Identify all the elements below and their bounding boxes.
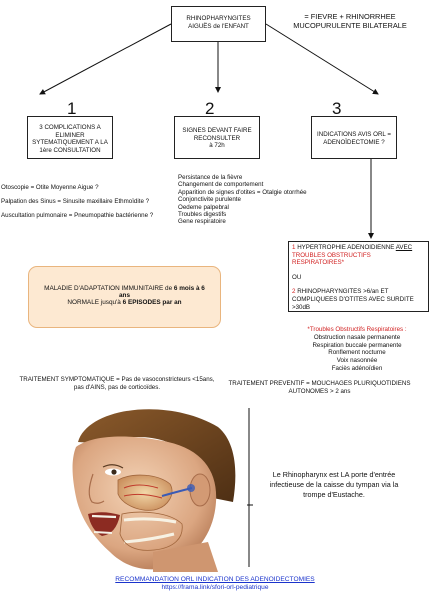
complications-box-line-3: SYTEMATIQUEMENT A LA — [32, 139, 108, 147]
url-link[interactable]: https://frama.link/sfori-orl-pediatrique — [161, 584, 269, 591]
title-line-2: AIGUËS de l'ENFANT — [188, 22, 249, 30]
complication-item: Palpation des Sinus = Sinusite maxillair… — [1, 198, 150, 206]
indication-2-text-a: RHINOPHARYNGITES >6/an ET — [297, 288, 389, 296]
traitement-symptomatique-line-2: pas d'AINS, pas de corticoïdes. — [73, 383, 161, 391]
traitement-preventif-line-2: AUTONOMES > 2 ans — [288, 387, 351, 395]
signes-list: Persistance de la fièvre Changement de c… — [178, 174, 358, 226]
indication-1-text-c: RESPIRATOIRES* — [292, 259, 345, 267]
signe-item: Troubles digestifs — [178, 211, 227, 219]
indication-1: 1 HYPERTROPHIE ADENOIDIENNE AVEC — [292, 244, 425, 252]
maladie-age-unit: ans — [118, 292, 130, 300]
signes-box-line-2: RECONSULTER — [193, 134, 241, 142]
arrow-to-branch-3 — [265, 23, 379, 95]
branch-number-2: 2 — [205, 99, 215, 118]
indication-2-text-c: >30dB — [292, 303, 311, 311]
troubles-list: *Troubles Obstructifs Respiratoires : Ob… — [287, 326, 427, 373]
indications-detail-box: 1 HYPERTROPHIE ADENOIDIENNE AVEC TROUBLE… — [288, 241, 429, 312]
indication-1-avec: AVEC — [395, 244, 413, 251]
trouble-item: Ronflement nocturne — [328, 349, 386, 357]
recommendation-link[interactable]: RECOMMANDATION ORL INDICATION DES ADENOI… — [115, 576, 315, 583]
traitement-preventif: TRAITEMENT PREVENTIF = MOUCHAGES PLURIQU… — [222, 380, 417, 395]
branch-number-3: 3 — [332, 99, 342, 118]
indication-1-text-b: TROUBLES OBSTRUCTIFS — [292, 251, 371, 259]
traitement-symptomatique: TRAITEMENT SYMPTOMATIQUE = Pas de vasoco… — [2, 376, 232, 391]
signe-item: Gene respiratoire — [178, 218, 226, 226]
signe-item: Conjonctivite purulente — [178, 196, 241, 204]
complications-box-line-2: ELIMINER — [55, 131, 85, 139]
complications-box-line-4: 1ère CONSULTATION — [39, 146, 101, 154]
signes-box-line-1: SIGNES DEVANT FAIRE — [182, 127, 252, 134]
indication-1-number: 1 — [292, 244, 296, 251]
indication-or: OU — [292, 273, 302, 281]
indication-2-text-b: COMPLIQUEES D'OTITES AVEC SURDITE — [292, 295, 414, 303]
complications-list: Otoscopie = Otite Moyenne Aigue ? Palpat… — [1, 184, 173, 220]
maladie-box: MALADIE D'ADAPTATION IMMUNITAIRE de 6 mo… — [28, 266, 221, 328]
complication-item: Auscultation pulmonaire = Pneumopathie b… — [1, 212, 154, 220]
troubles-title: *Troubles Obstructifs Respiratoires : — [307, 326, 407, 333]
head-drawing — [58, 402, 238, 572]
maladie-text-c: NORMALE jusqu'à — [67, 299, 123, 307]
footer: RECOMMANDATION ORL INDICATION DES ADENOI… — [60, 576, 370, 592]
complication-item: Otoscopie = Otite Moyenne Aigue ? — [1, 184, 99, 191]
title-box: RHINOPHARYNGITES AIGUËS de l'ENFANT — [171, 6, 266, 42]
branch-number-1: 1 — [67, 99, 77, 118]
definition-line-2: MUCOPURULENTE BILATERALE — [293, 21, 407, 30]
complications-box: 3 COMPLICATIONS A ELIMINER SYTEMATIQUEME… — [27, 116, 113, 159]
complications-box-line-1: 3 COMPLICATIONS A — [39, 124, 101, 131]
title-line-1: RHINOPHARYNGITES — [186, 15, 251, 22]
maladie-text-a: MALADIE D'ADAPTATION IMMUNITAIRE de — [44, 285, 174, 292]
definition: = FIEVRE + RHINORRHEE MUCOPURULENTE BILA… — [275, 12, 425, 30]
anatomy-illustration — [58, 402, 238, 572]
maladie-line-3: NORMALE jusqu'à 6 EPISODES par an — [29, 299, 220, 307]
traitement-preventif-line-1: TRAITEMENT PREVENTIF = MOUCHAGES PLURIQU… — [228, 380, 411, 387]
trouble-item: Obstruction nasale permanente — [313, 333, 401, 341]
maladie-episodes: 6 EPISODES par an — [122, 299, 182, 307]
definition-line-1: = FIEVRE + RHINORRHEE — [304, 12, 396, 21]
signe-item: Apparition de signes d'otites = Otalgie … — [178, 188, 307, 196]
maladie-line-1: MALADIE D'ADAPTATION IMMUNITAIRE de 6 mo… — [29, 285, 220, 293]
signe-item: Changement de comportement — [178, 181, 264, 189]
signes-box: SIGNES DEVANT FAIRE RECONSULTER à 72h — [174, 116, 260, 159]
trouble-item: Voix nasonnée — [336, 357, 378, 365]
signe-item: Persistance de la fièvre — [178, 174, 243, 181]
indications-box-line-2: ADENOÏDECTOMIE ? — [323, 138, 385, 146]
signe-item: Oedeme palpebral — [178, 203, 229, 211]
indication-1-text-a: HYPERTROPHIE ADENOIDIENNE — [297, 244, 396, 251]
illustration-caption: Le Rhinopharynx est LA porte d'entrée in… — [269, 470, 399, 499]
signes-box-line-3: à 72h — [209, 142, 225, 150]
indication-2-number: 2 — [292, 288, 296, 296]
trouble-item: Respiration buccale permanente — [312, 341, 402, 349]
arrow-to-branch-1 — [39, 23, 172, 95]
trouble-item: Faciès adénoïdien — [331, 364, 383, 372]
indications-box-line-1: INDICATIONS AVIS ORL = — [317, 131, 391, 138]
maladie-age-range: 6 mois à 6 — [173, 285, 205, 292]
indications-box: INDICATIONS AVIS ORL = ADENOÏDECTOMIE ? — [311, 116, 397, 159]
traitement-symptomatique-line-1: TRAITEMENT SYMPTOMATIQUE = Pas de vasoco… — [19, 376, 215, 383]
indication-2: 2 RHINOPHARYNGITES >6/an ET — [292, 288, 425, 296]
